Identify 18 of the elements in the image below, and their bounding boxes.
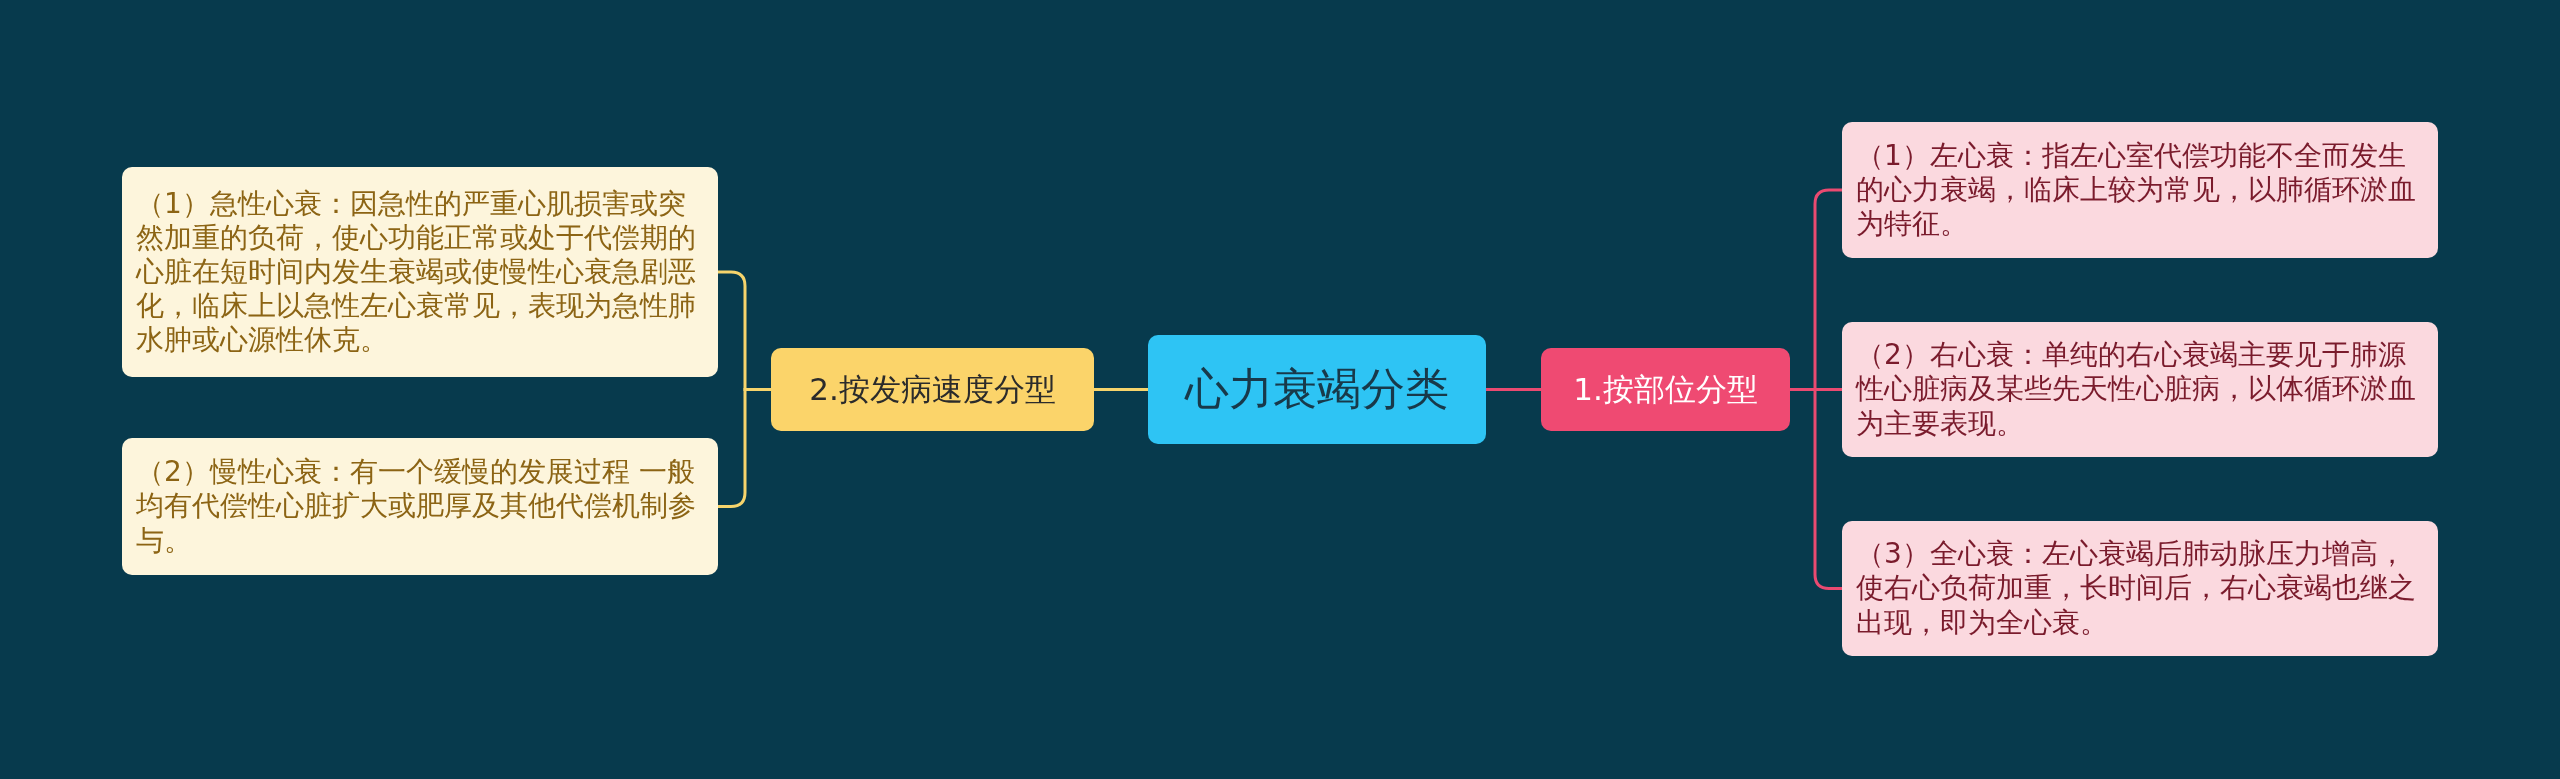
- topic-text: （1）急性心衰：因急性的严重心肌损害或突然加重的负荷，使心功能正常或处于代偿期的心脏在短时间内发生衰竭或使慢性心衰急剧恶化，临床上以急性左心衰常见，表现为急性肺水肿或心源性休克。: [136, 186, 697, 358]
- topic-text: 2.按发病速度分型: [809, 370, 1056, 409]
- connector-line: [1094, 388, 1148, 391]
- central-topic-box: [1148, 335, 1486, 444]
- connector-line: [1486, 388, 1541, 391]
- topic-text: （3）全心衰：左心衰竭后肺动脉压力增高，使右心负荷加重，长时间后，右心衰竭也继之出现，即为全心衰。: [1856, 537, 2417, 640]
- topic-text: （2）右心衰：单纯的右心衰竭主要见于肺源性心脏病及某些先天性心脏病，以体循环淤血为主要表现。: [1856, 338, 2417, 441]
- topic-text: （1）左心衰：指左心室代偿功能不全而发生的心力衰竭，临床上较为常见，以肺循环淤血为特征。: [1856, 138, 2417, 242]
- subtopic-box: [122, 167, 718, 377]
- topic-text: （2）慢性心衰：有一个缓慢的发展过程 一般均有代偿性心脏扩大或肥厚及其他代偿机制参与。: [136, 455, 697, 558]
- subtopic-box: [1842, 521, 2438, 656]
- subtopic-box: [1842, 322, 2438, 457]
- topic-text: 心力衰竭分类: [1185, 363, 1449, 416]
- subtopic-box: [1842, 122, 2438, 258]
- branch-topic-box: [771, 348, 1094, 431]
- branch-topic-box: [1541, 348, 1790, 431]
- topic-text: 1.按部位分型: [1573, 370, 1758, 409]
- subtopic-box: [122, 438, 718, 575]
